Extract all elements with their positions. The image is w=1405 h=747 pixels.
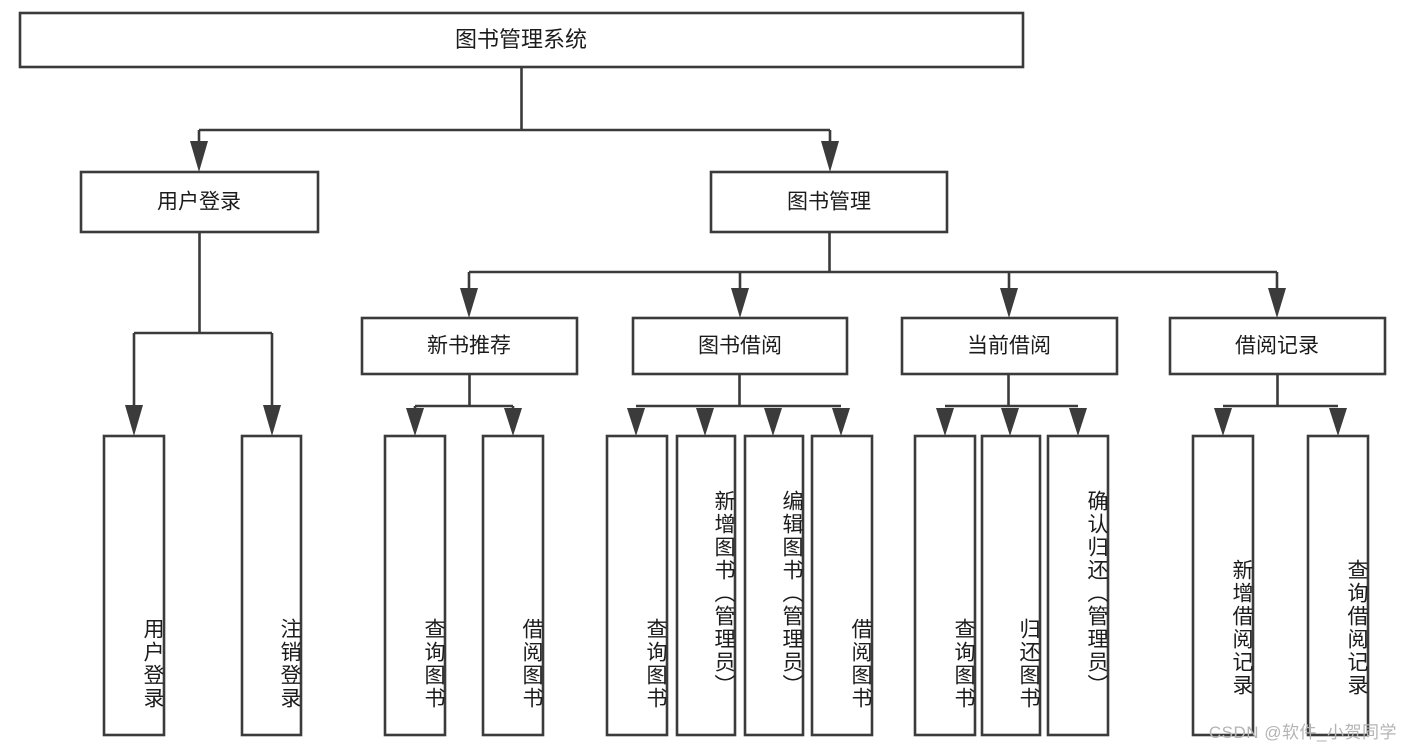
arrow-to-book-manage: [821, 141, 839, 172]
arrow-to-new-book: [460, 288, 478, 318]
node-borrow-record-box[interactable]: [1168, 316, 1387, 376]
arrow-to-confirm-return: [1069, 408, 1087, 436]
leaf-box[interactable]: [102, 434, 166, 737]
leaf-box[interactable]: [1046, 434, 1110, 737]
leaf-box[interactable]: [481, 434, 545, 737]
connectors-layer: [125, 67, 1347, 436]
node-user-login-label: 用户登录: [157, 191, 241, 214]
leaf-box[interactable]: [810, 434, 874, 737]
node-book-borrow-label: 图书借阅: [698, 335, 782, 358]
arrow-to-add-record: [1214, 408, 1232, 436]
arrow-to-borrow-book-1: [504, 408, 522, 436]
arrow-to-borrow-record: [1268, 288, 1286, 318]
node-root-box[interactable]: [18, 11, 1025, 69]
arrow-to-query-book-2: [627, 408, 645, 436]
arrow-to-leaf-user-login: [125, 405, 143, 436]
leaf-box[interactable]: [913, 434, 977, 737]
node-book-manage-box[interactable]: [709, 170, 949, 234]
horizontal-labels-layer: 图书管理系统 用户登录 图书管理 新书推荐 图书借阅 当前借阅 借阅记录: [157, 27, 1319, 358]
arrow-to-borrow-book-2: [832, 408, 850, 436]
arrow-to-current-borrow: [1000, 288, 1018, 318]
leaf-box[interactable]: [605, 434, 669, 737]
leaf-box[interactable]: [1191, 434, 1255, 737]
leaf-box[interactable]: [240, 434, 303, 737]
node-root-label: 图书管理系统: [455, 27, 587, 52]
node-current-borrow-box[interactable]: [900, 316, 1119, 376]
leaf-box[interactable]: [1306, 434, 1370, 737]
node-borrow-record-label: 借阅记录: [1235, 335, 1319, 358]
node-new-book-box[interactable]: [360, 316, 579, 376]
node-new-book-label: 新书推荐: [427, 335, 511, 358]
leaf-box[interactable]: [743, 434, 805, 737]
arrow-to-query-book-1: [406, 408, 424, 436]
arrow-to-leaf-logout: [263, 405, 281, 436]
node-user-login-box[interactable]: [79, 170, 320, 234]
boxes-layer: [18, 11, 1387, 737]
node-book-borrow-box[interactable]: [631, 316, 849, 376]
node-book-manage-label: 图书管理: [787, 191, 871, 214]
arrow-to-return-book: [1001, 408, 1019, 436]
leaf-box[interactable]: [980, 434, 1042, 737]
arrow-to-query-book-3: [936, 408, 954, 436]
leaf-box[interactable]: [675, 434, 737, 737]
leaf-box[interactable]: [383, 434, 447, 737]
arrow-to-edit-book: [764, 408, 782, 436]
watermark-text: CSDN @软件_小贺同学: [1208, 723, 1397, 742]
node-current-borrow-label: 当前借阅: [967, 335, 1051, 358]
arrow-to-user-login: [190, 141, 208, 172]
arrow-to-query-record: [1329, 408, 1347, 436]
arrow-to-book-borrow: [731, 288, 749, 318]
arrow-to-add-book: [696, 408, 714, 436]
